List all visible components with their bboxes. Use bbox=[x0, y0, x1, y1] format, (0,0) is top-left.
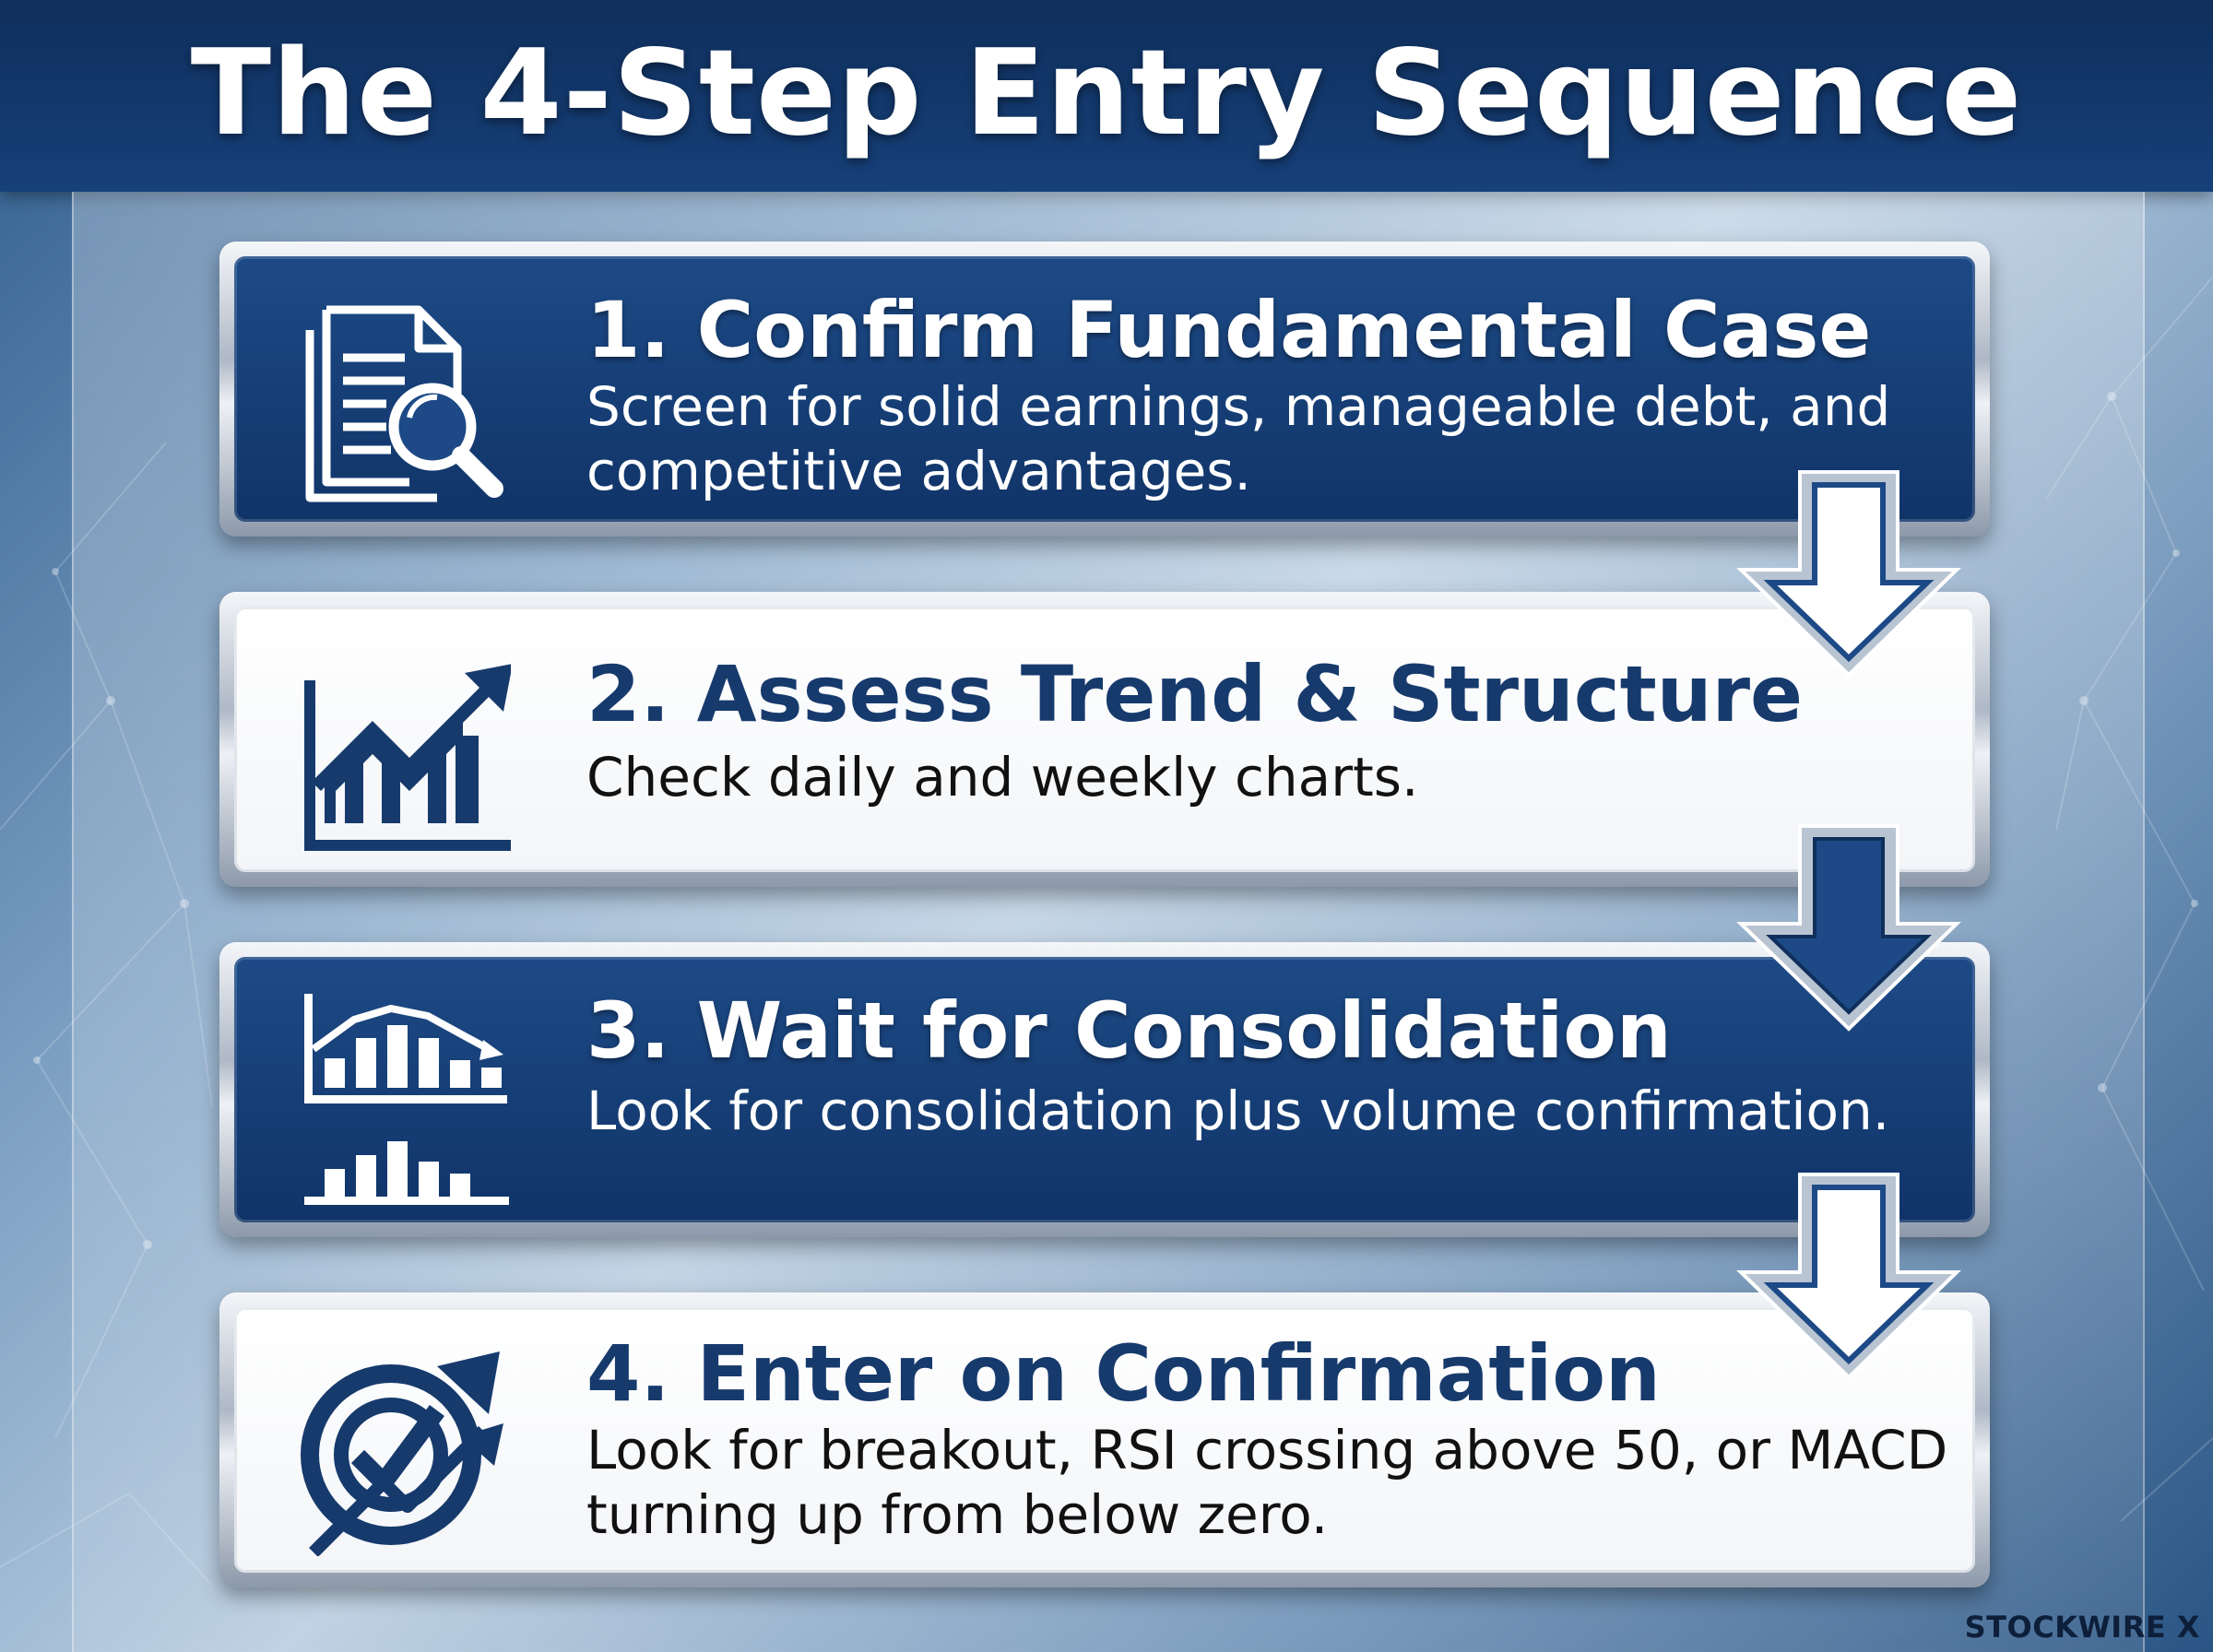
step-description: Look for consolidation plus volume confi… bbox=[586, 1080, 1890, 1142]
step-description: Screen for solid earnings, manageable de… bbox=[586, 375, 1891, 502]
step-title: 4. Enter on Confirmation bbox=[586, 1328, 1661, 1419]
bar-volume-chart-icon bbox=[304, 994, 509, 1205]
header-bar: The 4-Step Entry Sequence bbox=[0, 0, 2213, 192]
trend-up-chart-icon bbox=[304, 664, 511, 851]
document-magnifier-icon bbox=[305, 305, 503, 502]
step-description: Check daily and weekly charts. bbox=[586, 746, 1419, 808]
brand-logo: STOCKWIRE X bbox=[1964, 1610, 2200, 1645]
step-title: 3. Wait for Consolidation bbox=[586, 985, 1672, 1076]
step-card-3: 3. Wait for Consolidation Look for conso… bbox=[219, 942, 1990, 1237]
down-arrow-icon bbox=[1736, 470, 1961, 678]
step-card-2: 2. Assess Trend & Structure Check daily … bbox=[219, 592, 1990, 887]
step-title: 2. Assess Trend & Structure bbox=[586, 649, 1803, 739]
step-title: 1. Confirm Fundamental Case bbox=[586, 285, 1872, 375]
step-card-4: 4. Enter on Confirmation Look for breako… bbox=[219, 1292, 1990, 1587]
page-title: The 4-Step Entry Sequence bbox=[190, 25, 2023, 162]
target-check-arrow-icon bbox=[301, 1351, 503, 1556]
down-arrow-icon bbox=[1736, 824, 1961, 1032]
down-arrow-icon bbox=[1736, 1173, 1961, 1380]
step-description: Look for breakout, RSI crossing above 50… bbox=[586, 1419, 1948, 1546]
step-card-1: 1. Confirm Fundamental Case Screen for s… bbox=[219, 242, 1990, 537]
